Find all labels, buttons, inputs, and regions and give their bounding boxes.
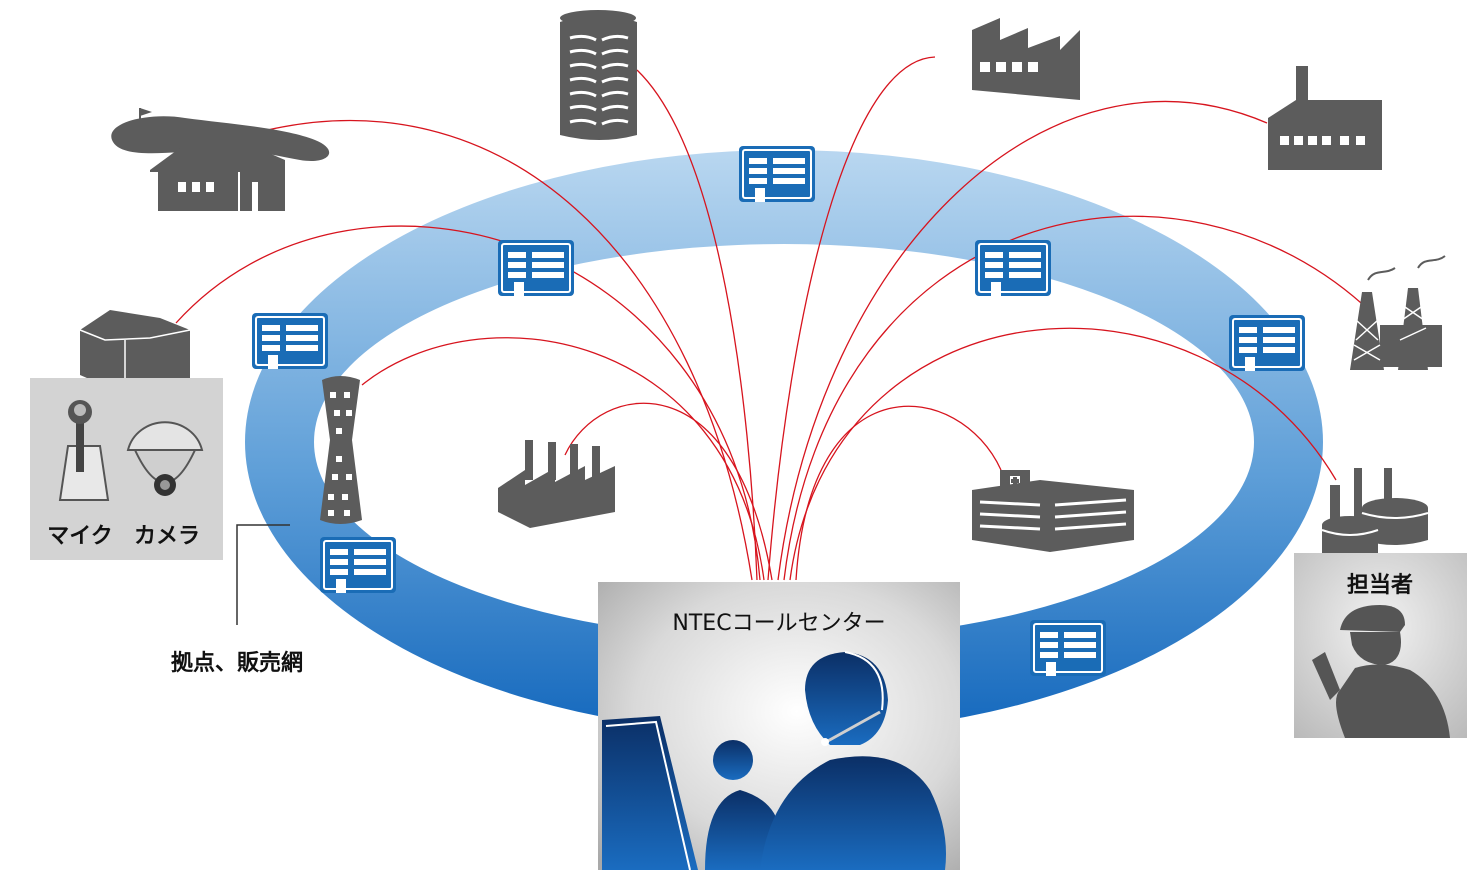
staff-panel: 担当者 xyxy=(1294,553,1467,738)
factory-sawtooth-icon xyxy=(972,18,1080,100)
hospital-icon xyxy=(972,470,1134,552)
factory-small-icon xyxy=(498,440,615,528)
office-building-icon xyxy=(1029,619,1107,677)
office-building-icon xyxy=(319,536,397,594)
tower-icon xyxy=(320,376,362,524)
office-building-icon xyxy=(497,239,575,297)
office-building-icon xyxy=(974,239,1052,297)
operator-silhouette-icon xyxy=(602,652,946,870)
storage-tanks-icon xyxy=(1321,468,1429,565)
microphone-icon xyxy=(58,400,110,501)
camera-label: カメラ xyxy=(134,524,200,549)
call-center-panel: NTECコールセンター xyxy=(598,582,960,870)
network-label: 拠点、販売網 xyxy=(171,650,303,676)
office-building-icon xyxy=(1228,314,1306,372)
call-center-label: NTECコールセンター xyxy=(672,611,885,636)
device-panel: マイク カメラ xyxy=(30,378,223,560)
office-building-icon xyxy=(251,312,329,370)
office-building-icon xyxy=(738,145,816,203)
golf-course-icon xyxy=(111,108,330,212)
staff-label: 担当者 xyxy=(1347,573,1413,598)
mic-label: マイク xyxy=(47,524,113,549)
house-icon xyxy=(79,310,191,388)
high-rise-icon xyxy=(560,10,637,140)
factory-chimney-icon xyxy=(1268,66,1382,170)
network-callout: 拠点、販売網 xyxy=(171,524,303,676)
staff-silhouette-icon xyxy=(1312,605,1450,738)
camera-icon xyxy=(126,421,204,496)
plant-towers-icon xyxy=(1350,255,1446,370)
